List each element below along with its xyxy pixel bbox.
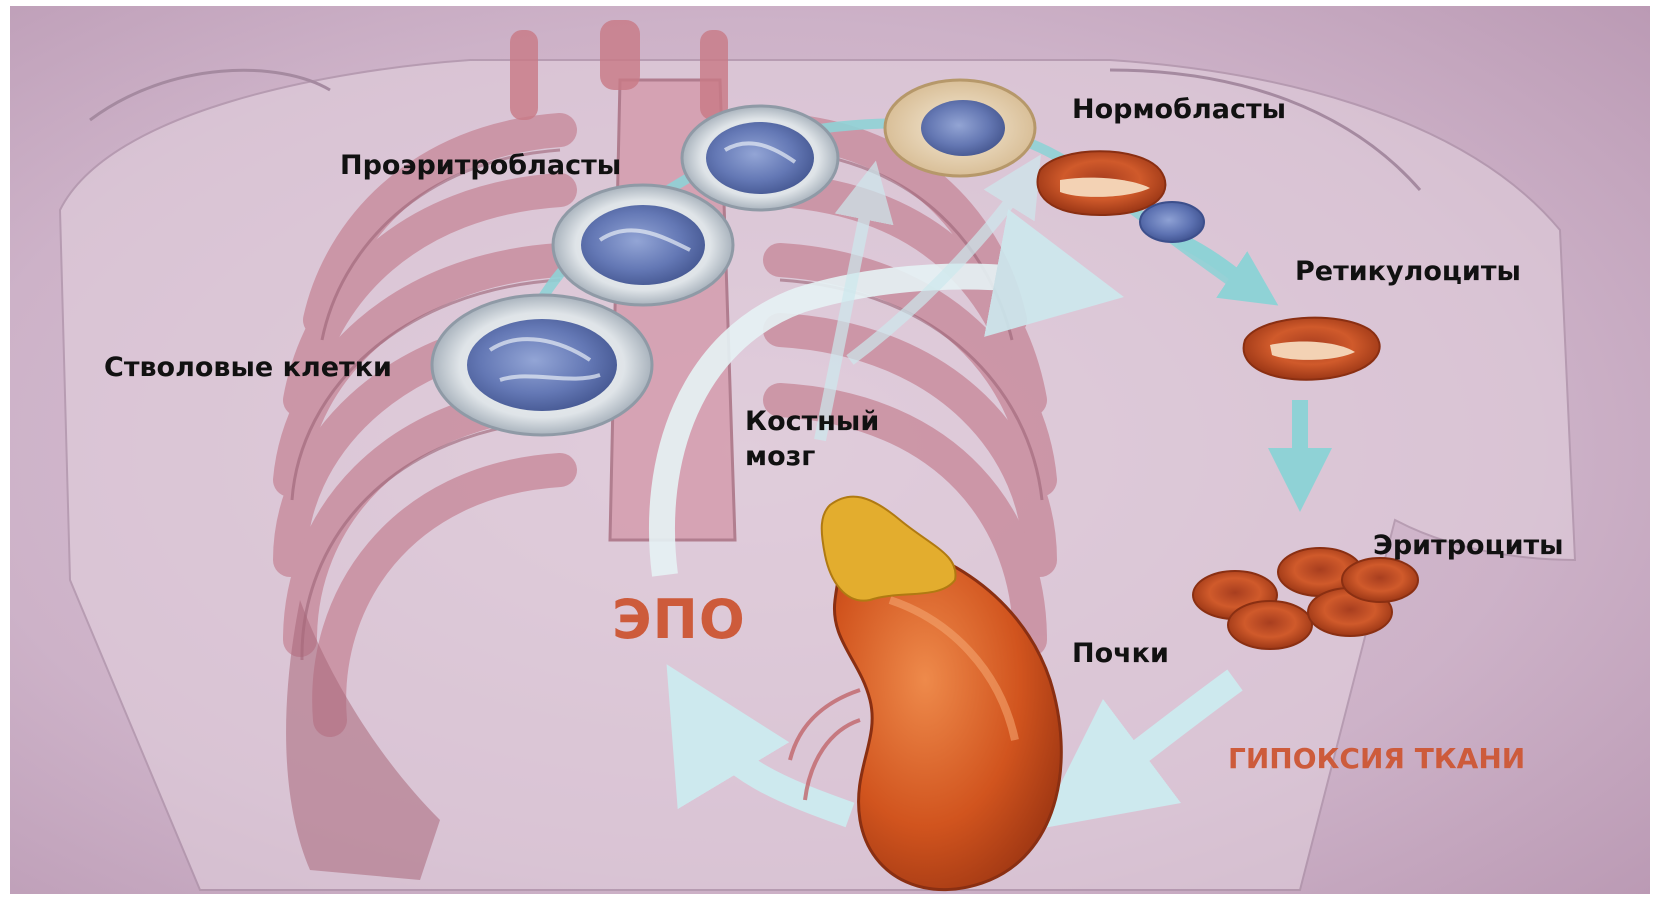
label-proerythroblasts: Проэритробласты: [340, 150, 621, 182]
normoblast: [885, 80, 1035, 176]
label-kidneys: Почки: [1072, 638, 1169, 670]
reticulocyte: [1244, 318, 1380, 380]
label-stem-cells: Стволовые клетки: [104, 352, 392, 384]
label-epo: ЭПО: [612, 588, 746, 651]
label-tissue-hypoxia: ГИПОКСИЯ ТКАНИ: [1228, 742, 1525, 775]
label-bone-marrow-line-1: Костный: [745, 404, 879, 439]
label-bone-marrow-line-2: мозг: [745, 439, 879, 474]
late-normoblast: [1038, 151, 1166, 215]
label-normoblasts: Нормобласты: [1072, 94, 1286, 126]
label-erythrocytes: Эритроциты: [1373, 530, 1564, 562]
label-bone-marrow: Костный мозг: [745, 404, 879, 474]
stem-cell: [432, 295, 652, 435]
proerythroblast-1: [553, 185, 733, 305]
label-reticulocytes: Ретикулоциты: [1295, 256, 1521, 288]
proerythroblast-2: [682, 106, 838, 210]
extruded-nucleus: [1140, 202, 1204, 242]
